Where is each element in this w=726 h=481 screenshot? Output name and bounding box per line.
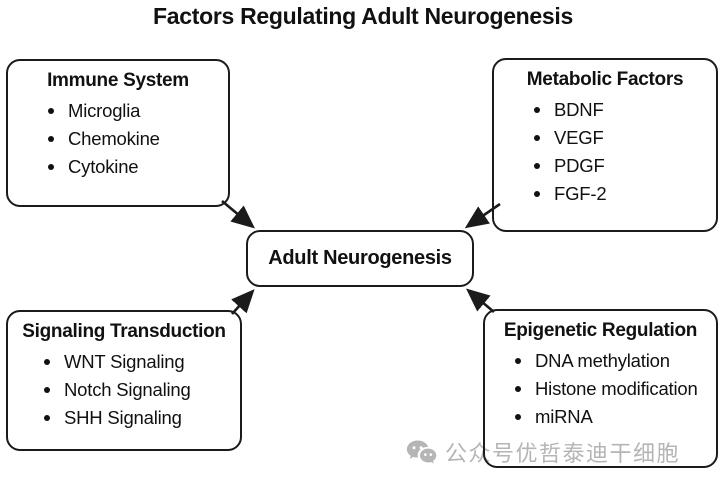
bullet-icon: [44, 415, 50, 421]
bullet-icon: [48, 136, 54, 142]
wechat-icon: [406, 440, 437, 464]
list-item: Microglia: [48, 97, 228, 125]
bullet-icon: [48, 164, 54, 170]
bullet-icon: [48, 108, 54, 114]
bullet-icon: [515, 414, 521, 420]
list-item: FGF-2: [534, 180, 716, 208]
signaling-list: WNT Signaling Notch Signaling SHH Signal…: [8, 348, 240, 432]
list-item: WNT Signaling: [44, 348, 240, 376]
list-item: BDNF: [534, 96, 716, 124]
list-item: Cytokine: [48, 153, 228, 181]
arrow-signaling-to-center: [231, 289, 255, 315]
bullet-icon: [534, 107, 540, 113]
metabolic-list: BDNF VEGF PDGF FGF-2: [494, 96, 716, 208]
bullet-icon: [515, 358, 521, 364]
box-signaling-transduction: Signaling Transduction WNT Signaling Not…: [6, 310, 242, 451]
box-metabolic-factors: Metabolic Factors BDNF VEGF PDGF FGF-2: [492, 58, 718, 232]
bullet-icon: [515, 386, 521, 392]
list-item: Notch Signaling: [44, 376, 240, 404]
arrow-epigenetic-to-center: [466, 288, 495, 313]
box-immune-system: Immune System Microglia Chemokine Cytoki…: [6, 59, 230, 207]
immune-list: Microglia Chemokine Cytokine: [8, 97, 228, 181]
bullet-icon: [534, 135, 540, 141]
list-item: Histone modification: [515, 375, 716, 403]
list-item: SHH Signaling: [44, 404, 240, 432]
box-adult-neurogenesis: Adult Neurogenesis: [246, 230, 474, 287]
diagram-title: Factors Regulating Adult Neurogenesis: [153, 3, 573, 29]
epigenetic-list: DNA methylation Histone modification miR…: [485, 347, 716, 431]
center-label: Adult Neurogenesis: [268, 247, 452, 269]
epigenetic-heading: Epigenetic Regulation: [503, 320, 698, 341]
box-epigenetic-regulation: Epigenetic Regulation DNA methylation Hi…: [483, 309, 718, 468]
bullet-icon: [534, 163, 540, 169]
bullet-icon: [44, 387, 50, 393]
arrow-immune-to-center: [221, 200, 255, 229]
bullet-icon: [44, 359, 50, 365]
signaling-heading: Signaling Transduction: [22, 321, 226, 342]
list-item: Chemokine: [48, 125, 228, 153]
metabolic-heading: Metabolic Factors: [526, 69, 684, 90]
list-item: miRNA: [515, 403, 716, 431]
list-item: DNA methylation: [515, 347, 716, 375]
immune-heading: Immune System: [47, 70, 189, 91]
bullet-icon: [534, 191, 540, 197]
list-item: PDGF: [534, 152, 716, 180]
list-item: VEGF: [534, 124, 716, 152]
